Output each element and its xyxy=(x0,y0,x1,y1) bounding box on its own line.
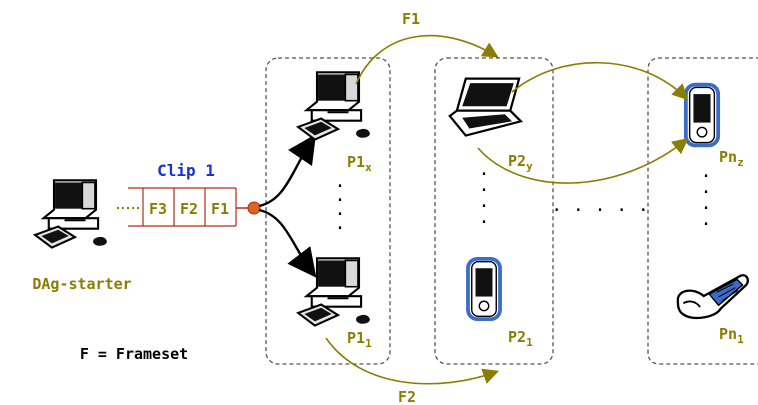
horizontal-ellipsis: · · · · · xyxy=(551,200,649,221)
laptop-icon xyxy=(448,77,523,137)
vertical-ellipsis: · xyxy=(335,190,346,211)
mobile-phone-icon xyxy=(676,274,749,320)
vertical-ellipsis: · xyxy=(335,218,346,239)
starter-label: DAg-starter xyxy=(32,275,131,293)
split-node xyxy=(247,201,261,215)
node-label-p21: P21 xyxy=(508,328,533,349)
pda-icon xyxy=(466,256,502,322)
vertical-ellipsis: · xyxy=(701,214,712,235)
group-box-p2 xyxy=(434,57,554,365)
node-label-pn1: Pn1 xyxy=(719,325,744,346)
desktop-computer-icon xyxy=(34,179,108,249)
node-label-pnz: Pnz xyxy=(719,148,744,169)
node-label-p11: P11 xyxy=(347,329,372,350)
vertical-ellipsis: · xyxy=(701,182,712,203)
flow-label-f1: F1 xyxy=(402,10,420,28)
group-box-pn xyxy=(647,57,758,365)
flow-arrow-f1 xyxy=(355,34,499,85)
vertical-ellipsis: · xyxy=(479,196,490,217)
legend-label: F = Frameset xyxy=(80,345,188,363)
vertical-ellipsis: · xyxy=(335,204,346,225)
flow-arrow-p2y-pnz-lower xyxy=(477,138,689,184)
split-arrow-up xyxy=(258,134,316,208)
node-label-p1x: P1x xyxy=(347,153,372,174)
vertical-ellipsis: · xyxy=(479,180,490,201)
vertical-ellipsis: · xyxy=(335,176,346,197)
vertical-ellipsis: · xyxy=(479,164,490,185)
vertical-ellipsis: · xyxy=(701,198,712,219)
vertical-ellipsis: · xyxy=(479,212,490,233)
flow-arrow-p2y-pnz xyxy=(511,61,689,101)
frame-label-f1: F1 xyxy=(211,200,229,218)
flow-label-f2: F2 xyxy=(398,388,416,405)
split-arrow-down xyxy=(258,208,317,278)
flow-arrow-f2 xyxy=(325,337,500,385)
desktop-computer-icon xyxy=(297,71,371,141)
node-label-p2y: P2y xyxy=(508,152,533,173)
pda-icon xyxy=(683,82,721,148)
frame-label-f2: F2 xyxy=(180,200,198,218)
vertical-ellipsis: · xyxy=(701,166,712,187)
frame-label-f3: F3 xyxy=(149,200,167,218)
clip-label: Clip 1 xyxy=(157,161,215,180)
clip-frames xyxy=(128,187,237,227)
